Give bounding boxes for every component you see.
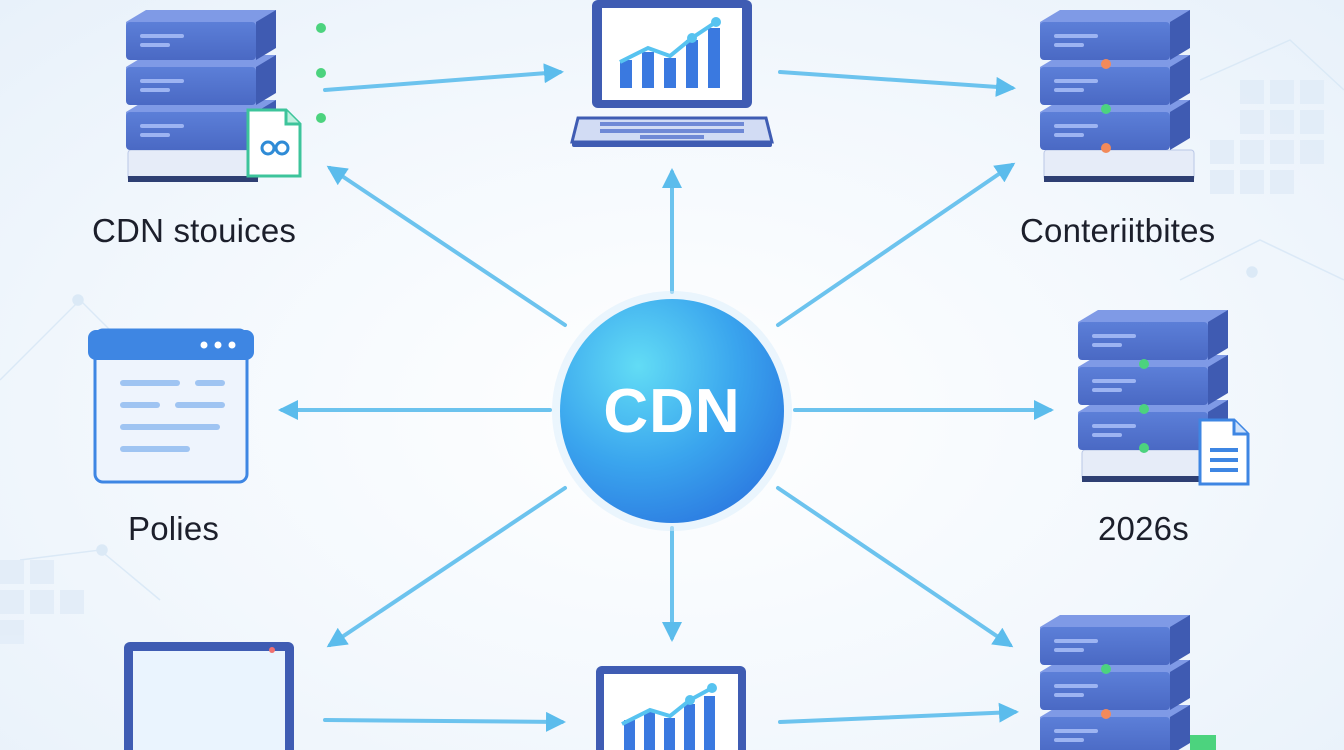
background-grid-left bbox=[0, 560, 84, 644]
document-icon bbox=[1198, 418, 1250, 486]
link-document-icon bbox=[246, 108, 302, 178]
mid-right-label: 2026s bbox=[1098, 510, 1189, 547]
mid-right-server-stack-icon bbox=[1078, 310, 1250, 486]
bottom-center-monitor-chart-icon bbox=[596, 666, 746, 750]
top-left-label: CDN stouices bbox=[92, 212, 297, 249]
arrow-hub-to-top-left bbox=[326, 165, 567, 327]
background-grid-right bbox=[1210, 80, 1324, 194]
top-right-label: Conteriitbites bbox=[1020, 212, 1216, 249]
bottom-right-server-stack-icon bbox=[1040, 615, 1216, 750]
arrow-hub-to-bottom-right bbox=[776, 486, 1014, 648]
mid-left-browser-window-icon bbox=[88, 328, 254, 484]
arrow-bottom-center-to-bottom-right bbox=[778, 702, 1019, 724]
mid-left-label: Polies bbox=[128, 510, 220, 547]
top-center-laptop-chart-icon bbox=[570, 0, 774, 147]
bottom-left-monitor-icon bbox=[124, 642, 294, 750]
arrow-top-center-to-top-right bbox=[778, 70, 1016, 97]
arrow-bottom-left-to-bottom-center bbox=[323, 711, 566, 732]
cdn-hub bbox=[552, 291, 792, 531]
background-network bbox=[0, 39, 1344, 601]
top-left-server-stack-icon bbox=[126, 10, 326, 182]
cdn-hub-label: CDN bbox=[603, 376, 741, 446]
top-right-server-stack-icon bbox=[1040, 10, 1195, 182]
arrow-top-left-to-top-center bbox=[323, 63, 564, 92]
connection-arrows bbox=[278, 63, 1054, 732]
arrow-hub-to-bottom-left bbox=[326, 486, 567, 648]
arrow-hub-to-top-right bbox=[776, 162, 1016, 327]
